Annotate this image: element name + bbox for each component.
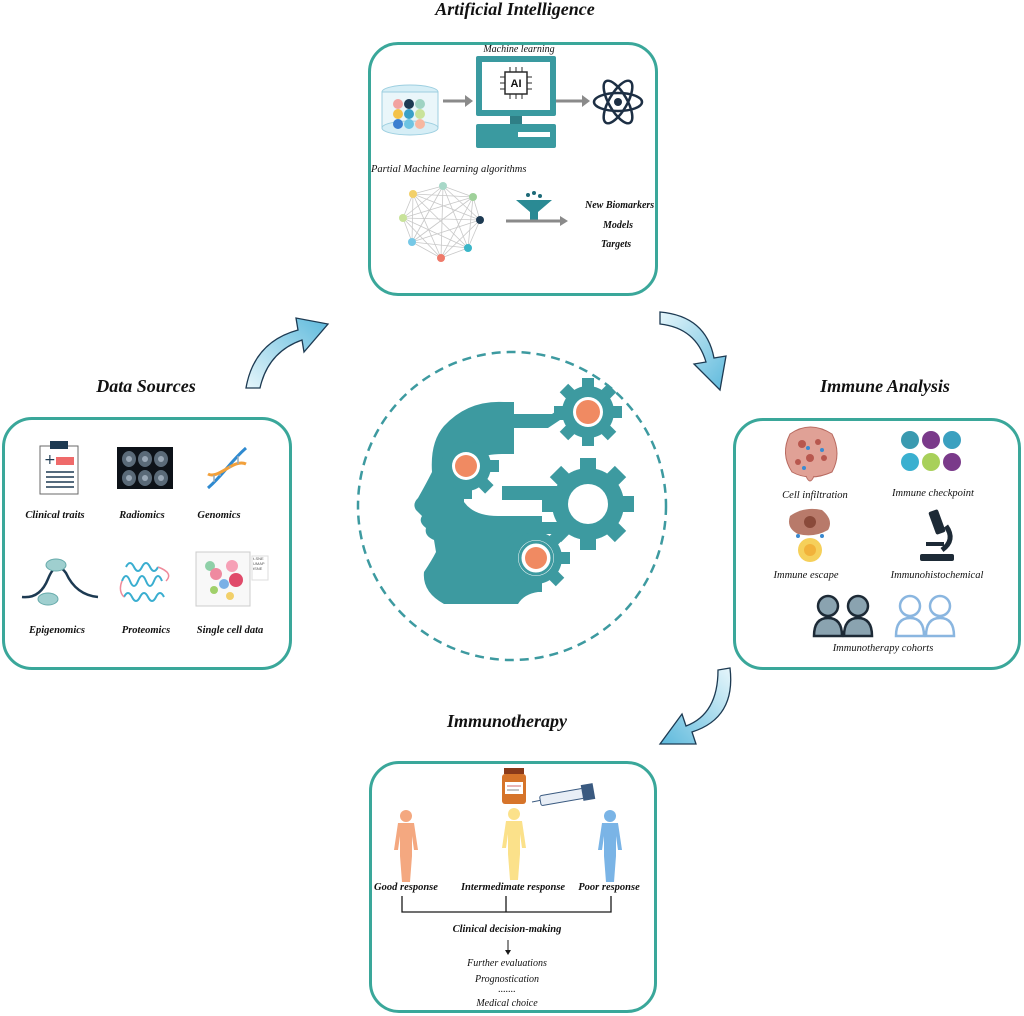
cell-infiltration-icon	[785, 426, 838, 482]
umap-text-1: t-SNE	[253, 556, 264, 561]
immunotherapy-title: Immunotherapy	[446, 711, 568, 731]
dna-helix-icon	[207, 446, 247, 490]
immune-analysis-title: Immune Analysis	[820, 376, 950, 396]
immune-escape-icon	[789, 508, 830, 562]
human-body-orange-icon	[394, 810, 418, 882]
label-radiomics: Radiomics	[119, 510, 165, 521]
immune-analysis-panel	[733, 418, 1021, 670]
clinical-decision-label: Clinical decision-making	[452, 924, 562, 935]
protein-structure-icon	[119, 562, 170, 602]
followup-prognostication: Prognostication	[474, 974, 540, 985]
human-body-blue-icon	[598, 810, 622, 882]
output-models: Models	[603, 220, 633, 231]
ml-label: Machine learning	[483, 44, 555, 55]
arrow-down-icon	[505, 940, 511, 955]
ai-title: Artificial Intelligence	[435, 0, 595, 19]
single-cell-plot-icon	[195, 551, 269, 607]
flow-arrow-immune-to-immunotherapy	[658, 667, 732, 745]
followup-further-evaluations: Further evaluations	[467, 958, 547, 969]
cohort-people-dark-icon	[812, 594, 874, 638]
output-targets: Targets	[601, 239, 632, 250]
human-body-yellow-icon	[502, 808, 526, 880]
funnel-filter-icon	[506, 191, 568, 226]
label-poor-response: Poor response	[578, 882, 640, 893]
flow-arrow-datasources-to-ai	[245, 317, 330, 389]
data-sources-title: Data Sources	[96, 376, 196, 396]
flow-arrow-ai-to-immune	[659, 311, 727, 392]
drug-syringe-icon	[502, 768, 596, 806]
umap-text-2: UMAP	[253, 561, 265, 566]
label-epigenomics: Epigenomics	[28, 625, 86, 636]
ai-chip-label: AI	[510, 78, 522, 90]
followup-ellipsis: .......	[498, 984, 516, 995]
label-proteomics: Proteomics	[121, 625, 171, 636]
label-genomics: Genomics	[197, 510, 241, 521]
label-immune-escape: Immune escape	[773, 570, 839, 581]
response-bracket	[401, 896, 612, 913]
label-intermediate-response: Intermedimate response	[460, 882, 566, 893]
atom-icon	[592, 79, 644, 125]
label-good-response: Good response	[374, 882, 438, 893]
label-cell-infiltration: Cell infiltration	[782, 490, 848, 501]
arrow-right-icon	[556, 95, 590, 107]
epigenomics-icon	[21, 558, 99, 606]
label-single-cell-data: Single cell data	[196, 625, 264, 636]
label-immunohistochemical: Immunohistochemical	[890, 570, 984, 581]
mri-scans-icon	[117, 447, 173, 489]
clipboard-icon: +	[39, 441, 79, 495]
ai-head-illustration	[356, 350, 668, 662]
database-icon	[381, 84, 439, 136]
followup-medical-choice: Medical choice	[476, 998, 538, 1009]
microscope-icon	[920, 509, 954, 561]
network-graph-icon	[399, 182, 484, 262]
cohort-people-light-icon	[894, 594, 956, 638]
computer-icon	[476, 56, 556, 148]
algo-label: Partial Machine learning algorithms	[371, 164, 527, 175]
arrow-right-icon	[443, 95, 473, 107]
output-new-biomarkers: New Biomarkers	[585, 200, 655, 211]
umap-text-3: tSNE	[253, 566, 263, 571]
label-immunotherapy-cohorts: Immunotherapy cohorts	[832, 643, 934, 654]
label-immune-checkpoint: Immune checkpoint	[892, 488, 974, 499]
label-clinical-traits: Clinical traits	[25, 510, 85, 521]
immune-checkpoint-icon	[901, 431, 961, 471]
svg-text:+: +	[44, 452, 56, 468]
